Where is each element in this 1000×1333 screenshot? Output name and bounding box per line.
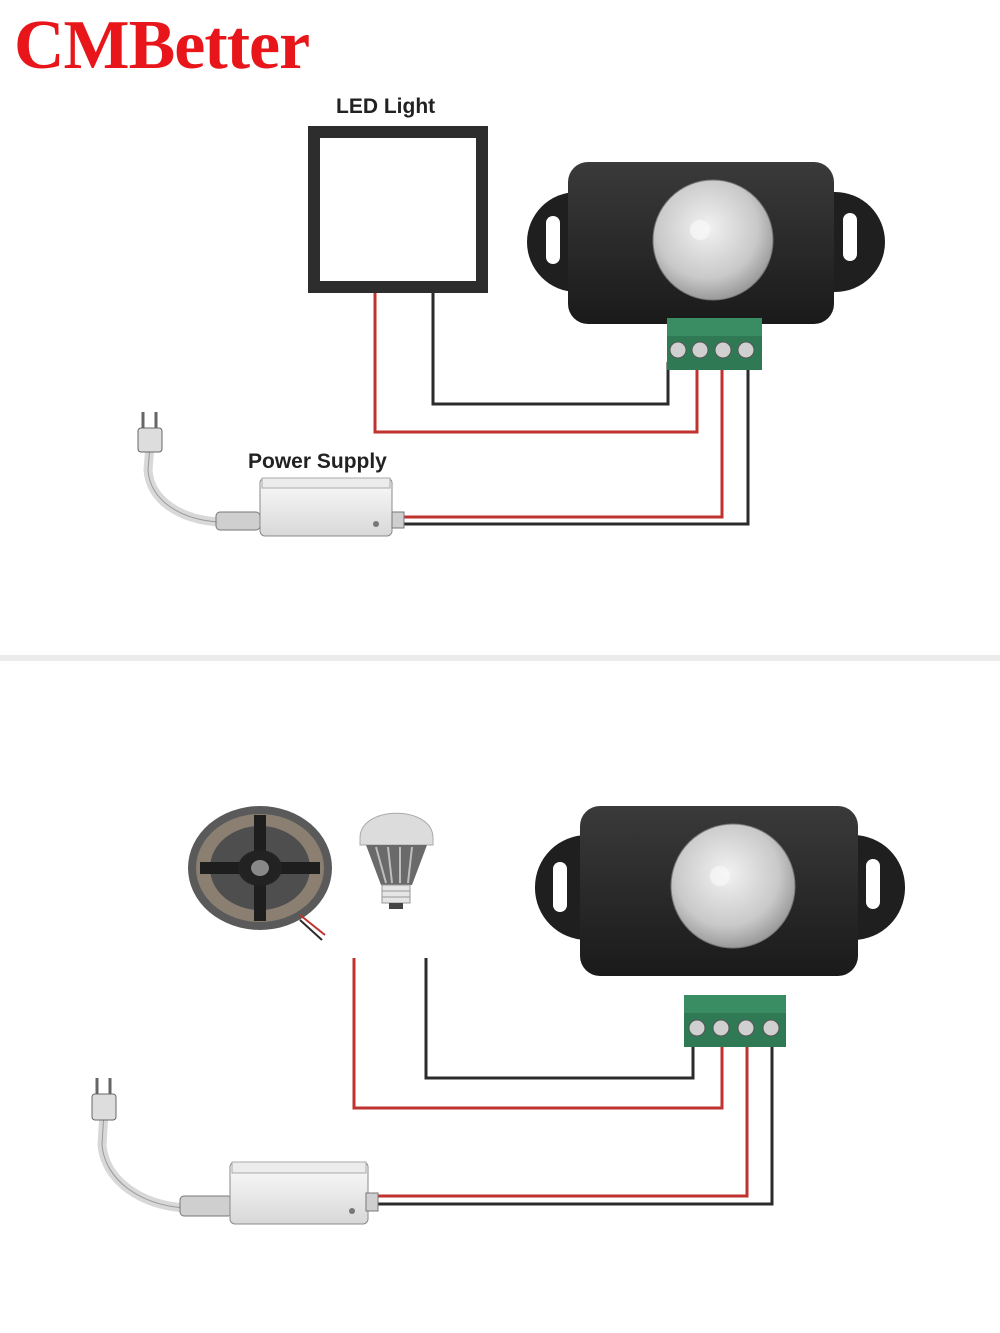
brand-logo: CMBetter bbox=[14, 7, 310, 84]
wire-red bbox=[400, 362, 724, 519]
wire-red bbox=[373, 293, 699, 434]
led-bulb-icon bbox=[359, 812, 434, 909]
power-supply-label: Power Supply bbox=[248, 450, 387, 473]
terminal-block-icon bbox=[684, 995, 786, 1047]
power-supply-icon bbox=[179, 1161, 379, 1225]
terminal-block-icon bbox=[667, 318, 762, 370]
pir-sensor-icon bbox=[527, 162, 885, 324]
power-supply-icon bbox=[215, 477, 405, 537]
bottom-wires bbox=[352, 958, 774, 1206]
pir-sensor-icon bbox=[535, 806, 905, 976]
plug-icon bbox=[137, 412, 221, 527]
led-light-label: LED Light bbox=[336, 95, 436, 118]
wire-red bbox=[372, 1043, 749, 1198]
top-wires bbox=[373, 293, 750, 526]
led-strip-reel-icon bbox=[188, 806, 332, 941]
wire-black bbox=[400, 362, 750, 526]
wire-black bbox=[372, 1043, 774, 1206]
led-panel-icon bbox=[308, 126, 488, 293]
wire-red bbox=[352, 958, 724, 1110]
wire-black bbox=[424, 958, 695, 1080]
wire-black bbox=[431, 293, 670, 406]
plug-icon bbox=[91, 1078, 186, 1213]
panel-divider bbox=[0, 655, 1000, 661]
